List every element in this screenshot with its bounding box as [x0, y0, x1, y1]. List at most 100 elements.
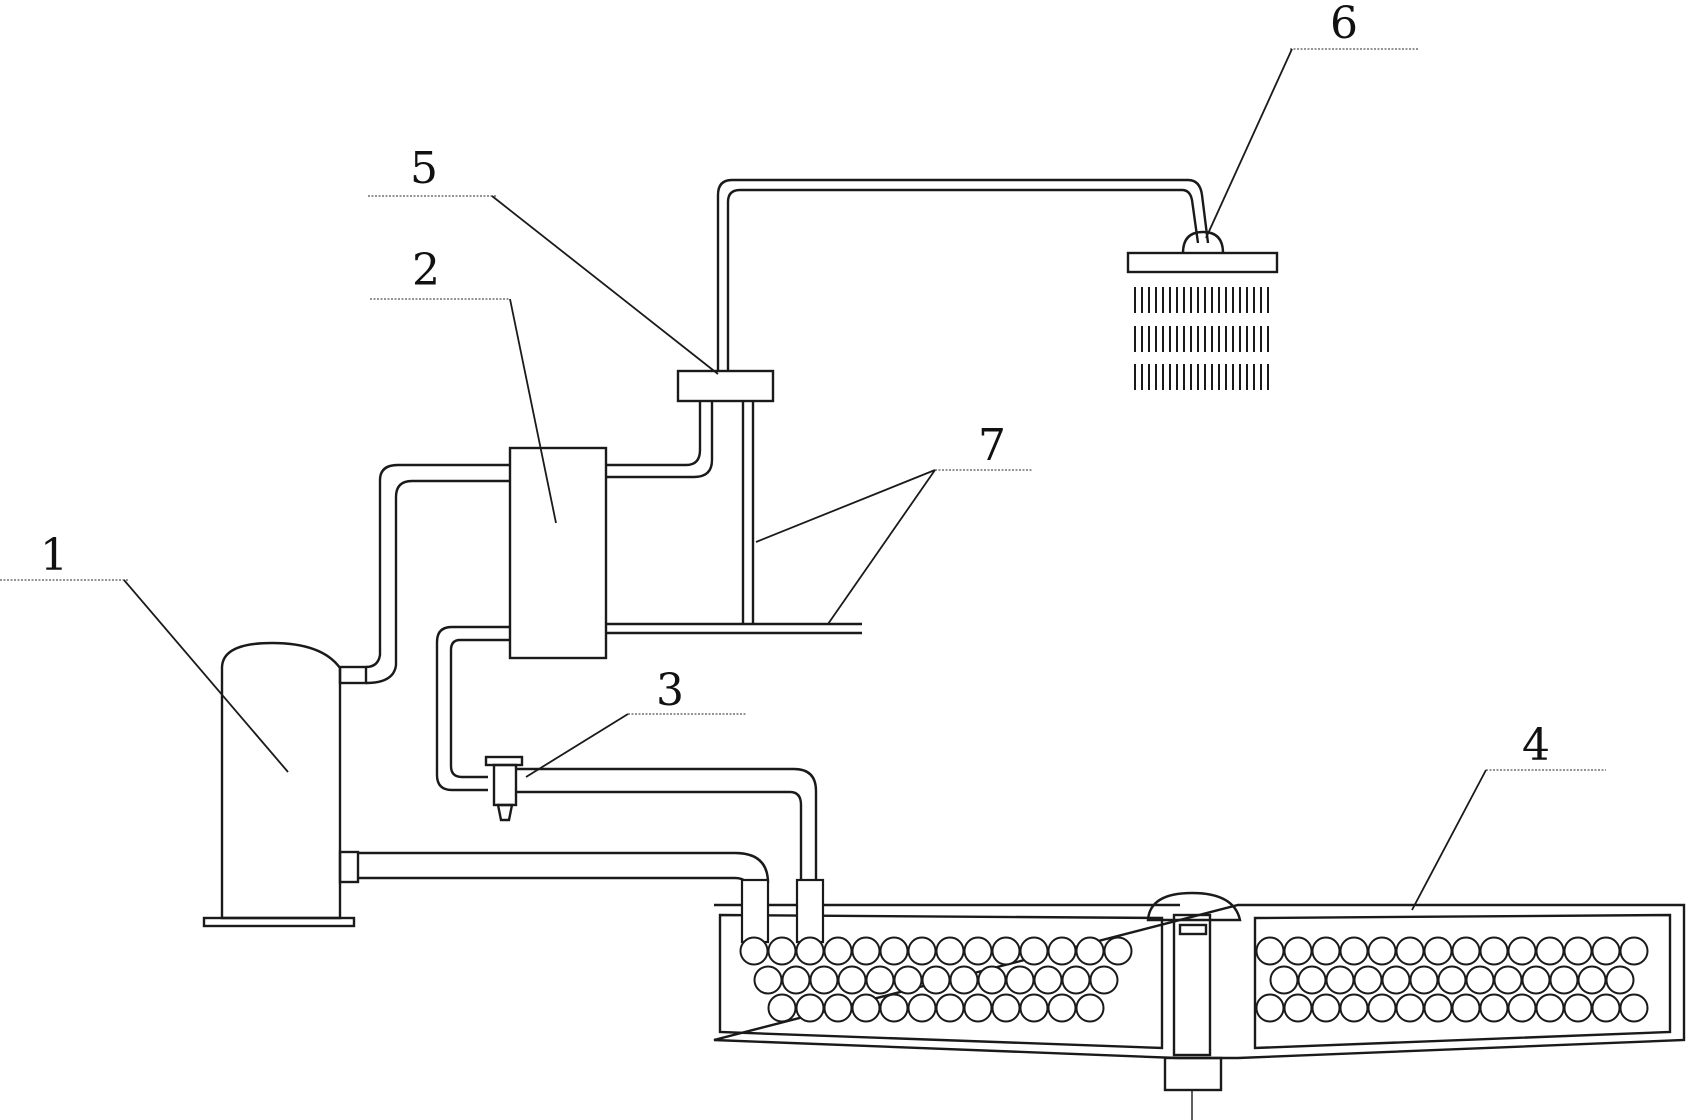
evaporator-tube: [837, 965, 867, 995]
evaporator-tube: [1577, 965, 1607, 995]
evaporator-tube: [851, 993, 881, 1023]
leader-5: [491, 195, 719, 375]
evaporator-tube: [1507, 936, 1537, 966]
leader-7b: [827, 469, 936, 625]
evaporator-tube: [1549, 965, 1579, 995]
evaporator-tube: [1409, 965, 1439, 995]
evaporator-tube: [1339, 993, 1369, 1023]
evaporator-tube: [809, 965, 839, 995]
water-spray: [1134, 287, 1269, 390]
liquid-pipe: [435, 625, 510, 792]
expansion-valve: [484, 755, 524, 822]
evaporator-tube: [921, 965, 951, 995]
evaporator-tube: [823, 993, 853, 1023]
evaporator-tube: [1255, 993, 1285, 1023]
evaporator-tube: [851, 936, 881, 966]
evaporator-tube: [1493, 965, 1523, 995]
evaporator-tube: [1075, 936, 1105, 966]
evaporator-tube: [823, 936, 853, 966]
evaporator-tube: [963, 993, 993, 1023]
evaporator-tube: [753, 965, 783, 995]
evaporator-tube: [893, 965, 923, 995]
evaporator-tube: [1325, 965, 1355, 995]
evaporator-tube: [1019, 936, 1049, 966]
evaporator-tube: [1283, 936, 1313, 966]
evaporator-tube: [1423, 936, 1453, 966]
evaporator-tube: [1507, 993, 1537, 1023]
evaporator-tube: [1451, 993, 1481, 1023]
evaporator-tube: [1283, 993, 1313, 1023]
label-shower-head: 6: [1330, 0, 1358, 49]
evaporator-tube: [1367, 936, 1397, 966]
evaporator-tube: [767, 936, 797, 966]
evaporator-tube: [1479, 993, 1509, 1023]
evaporator-tube: [1535, 993, 1565, 1023]
evaporator-tube: [991, 993, 1021, 1023]
evaporator-tube: [1395, 993, 1425, 1023]
suction-pipe: [358, 851, 770, 891]
evaporator-tube: [907, 993, 937, 1023]
evaporator-tube: [739, 936, 769, 966]
evaporator-tube: [1353, 965, 1383, 995]
evaporator-tube: [1563, 993, 1593, 1023]
label-compressor: 1: [40, 530, 68, 581]
evaporator-tube: [781, 965, 811, 995]
evaporator-tube: [977, 965, 1007, 995]
evaporator-tube: [935, 936, 965, 966]
reference-lines: [0, 48, 1606, 771]
evaporator-tube: [935, 993, 965, 1023]
evaporator-tube: [1089, 965, 1119, 995]
leader-2: [509, 298, 557, 524]
evaporator-tube: [879, 993, 909, 1023]
evaporator-tube: [1395, 936, 1425, 966]
evaporator-tube: [1005, 965, 1035, 995]
evaporator-tube: [949, 965, 979, 995]
evaporator-tube: [795, 993, 825, 1023]
cold-water-pipe: [606, 401, 862, 635]
evaporator-tube: [1423, 993, 1453, 1023]
leader-3: [525, 713, 629, 778]
discharge-pipe: [365, 463, 510, 685]
evaporator-tube: [1103, 936, 1133, 966]
evaporator-tube: [1297, 965, 1327, 995]
evaporator-tube: [795, 936, 825, 966]
leader-4: [1411, 769, 1487, 911]
evaporator-tube: [1033, 965, 1063, 995]
evaporator-tube: [1311, 936, 1341, 966]
evaporator-tube: [767, 993, 797, 1023]
evaporator-tube: [1047, 936, 1077, 966]
leader-7a: [755, 469, 936, 543]
evaporator-tube: [1451, 936, 1481, 966]
evaporator-tube: [865, 965, 895, 995]
evaporator-tube: [1479, 936, 1509, 966]
evaporator-tube: [1269, 965, 1299, 995]
evaporator-tube: [1619, 993, 1649, 1023]
evaporator-tube: [1521, 965, 1551, 995]
part-labels: 1 2 3 4 5 6 7: [40, 0, 1550, 771]
evaporator-tube: [1535, 936, 1565, 966]
evaporator-tube: [1061, 965, 1091, 995]
evaporator-tube: [1311, 993, 1341, 1023]
evaporator-tube: [907, 936, 937, 966]
label-mixing-valve: 5: [410, 143, 438, 194]
evaporator-tubes: [739, 936, 1649, 1023]
evaporator-tube: [1367, 993, 1397, 1023]
label-condenser: 2: [412, 245, 440, 296]
evaporator-tube: [1381, 965, 1411, 995]
mixing-valve: [676, 369, 775, 403]
evaporator-tube: [1619, 936, 1649, 966]
evaporator-tube: [1605, 965, 1635, 995]
evaporator-tube: [1255, 936, 1285, 966]
evaporator-tube: [991, 936, 1021, 966]
evaporator-tube: [1591, 993, 1621, 1023]
label-water-pipe: 7: [978, 420, 1006, 471]
hot-water-pipe: [606, 400, 714, 479]
evaporator: [713, 878, 1686, 1120]
evaporator-tube: [1019, 993, 1049, 1023]
evaporator-tube: [1075, 993, 1105, 1023]
evaporator-tube: [963, 936, 993, 966]
leader-lines: [123, 48, 1487, 911]
evaporator-inlet-pipe: [516, 767, 818, 880]
label-expansion-valve: 3: [656, 665, 684, 716]
